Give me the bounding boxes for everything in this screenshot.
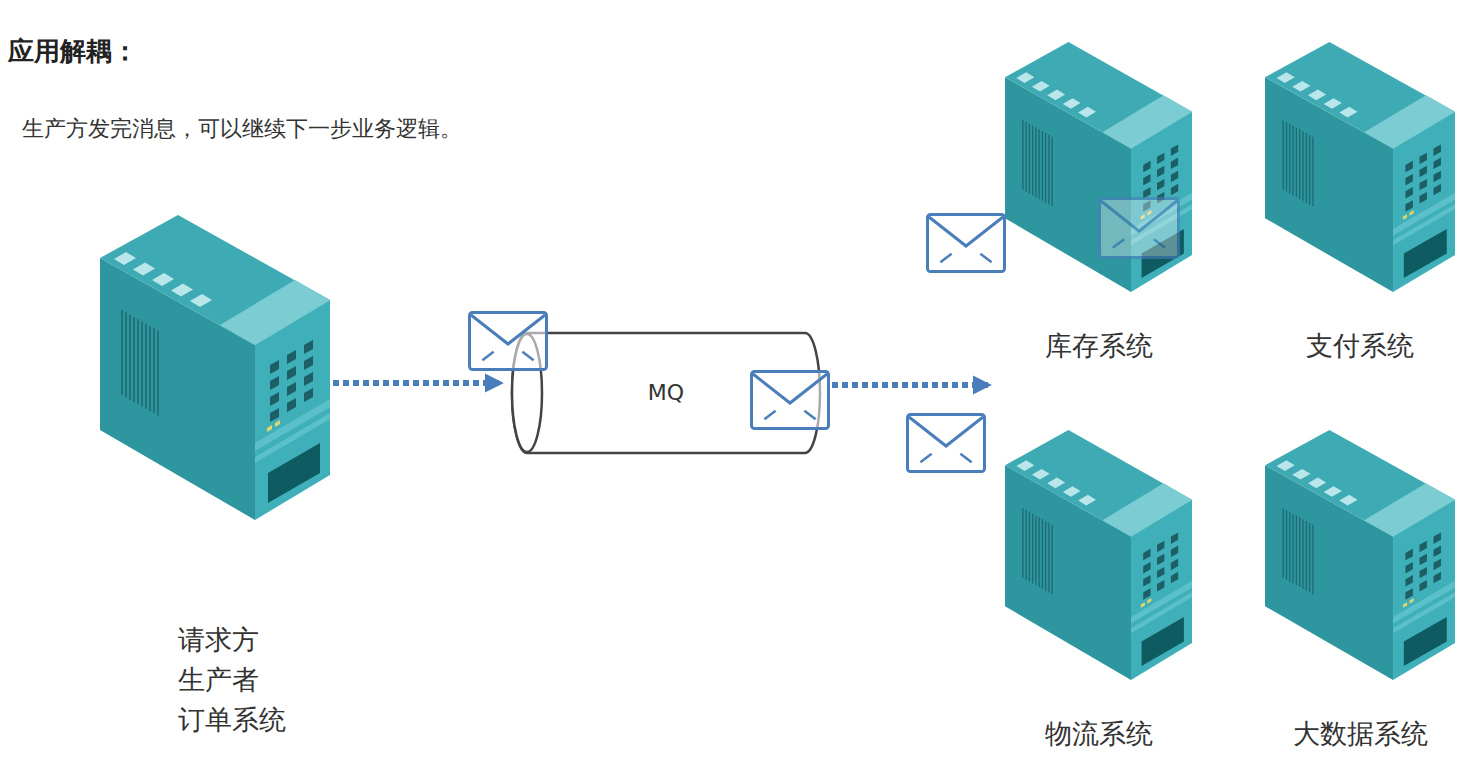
outgoing-arrow [832, 382, 990, 388]
node-label: 物流系统 [1045, 714, 1153, 754]
diagram-title: 应用解耦： [8, 34, 138, 69]
server-illustration [100, 215, 330, 520]
server-box: 物流系统 [1005, 430, 1192, 758]
node-label: 大数据系统 [1293, 714, 1428, 754]
node-label: 库存系统 [1045, 326, 1153, 366]
server-illustration [1005, 430, 1192, 680]
server-box: 大数据系统 [1265, 430, 1455, 758]
envelope-icon [908, 415, 985, 472]
server-box: 请求方 生产者 订单系统 [100, 215, 330, 744]
server-box: 支付系统 [1265, 42, 1455, 370]
note-text: 生产方发完消息，可以继续下一步业务逻辑。 [22, 114, 462, 144]
server-illustration [1265, 430, 1455, 680]
envelope-icon [752, 372, 829, 429]
node-label: MQ [648, 373, 684, 413]
envelope-icon [1100, 199, 1179, 258]
server-box: 库存系统 [1005, 42, 1192, 370]
queue-cylinder: MQ [512, 333, 820, 453]
node-label: 支付系统 [1306, 326, 1414, 366]
node-label: 请求方 生产者 订单系统 [178, 620, 294, 740]
envelope-icon [928, 215, 1005, 272]
envelope-icon [470, 313, 547, 370]
server-illustration [1005, 42, 1192, 292]
dotted-arrow [333, 380, 502, 386]
server-illustration [1265, 42, 1455, 292]
